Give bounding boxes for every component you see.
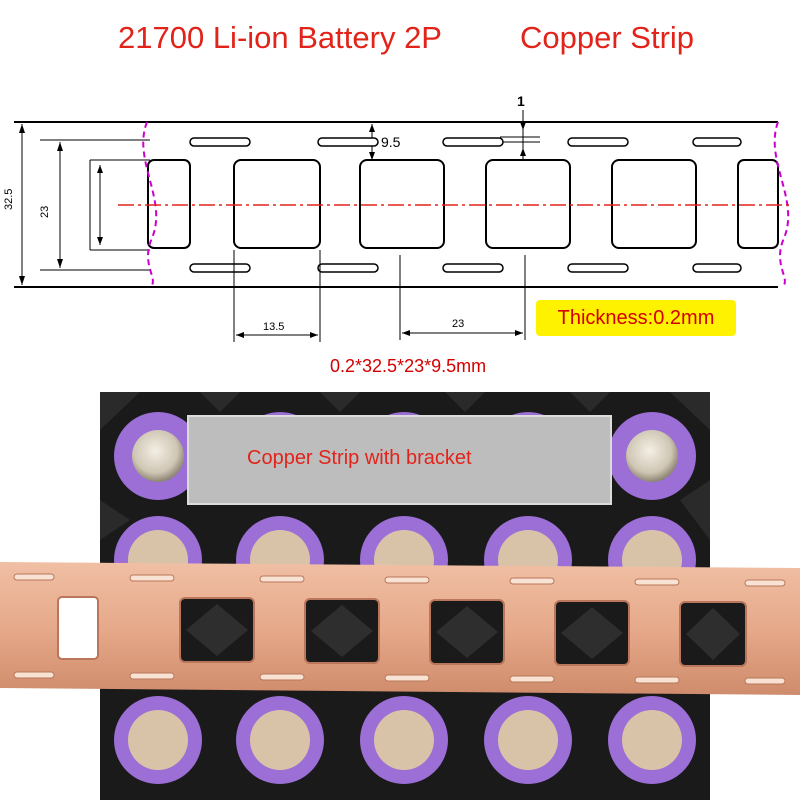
overall-height-label: 32.5	[3, 189, 15, 210]
inner-height-label: 23	[39, 206, 51, 218]
window-height-arrows	[97, 165, 103, 245]
slot-width-arrows	[520, 122, 526, 156]
pitch-label: 23	[452, 318, 464, 330]
product-title: 21700 Li-ion Battery 2P	[118, 20, 442, 55]
slot-offset-label: 9.5	[381, 134, 401, 150]
product-title-suffix: Copper Strip	[520, 20, 695, 55]
top-slots	[189, 137, 742, 147]
thickness-badge: Thickness:0.2mm	[536, 300, 736, 336]
holder-frame-ribs	[100, 392, 710, 540]
left-break-line-mark	[142, 121, 158, 288]
holder-diamonds	[186, 604, 740, 660]
cell-windows	[147, 159, 779, 249]
strip-slots	[13, 573, 786, 685]
slot-width-label: 1	[517, 93, 525, 109]
callout-label: Copper Strip with bracket	[247, 447, 472, 469]
callout-box: Copper Strip with bracket	[187, 415, 612, 505]
right-break-line-mark	[773, 121, 790, 288]
spec-line: 0.2*32.5*23*9.5mm	[330, 356, 487, 376]
slot-offset-arrows	[369, 124, 375, 160]
battery-cells-row-bottom	[114, 696, 696, 784]
bridge-width-label: 13.5	[263, 321, 284, 333]
strip-technical-drawing: 32.5 23 9.5 1	[3, 93, 790, 342]
bottom-slots	[189, 263, 742, 273]
